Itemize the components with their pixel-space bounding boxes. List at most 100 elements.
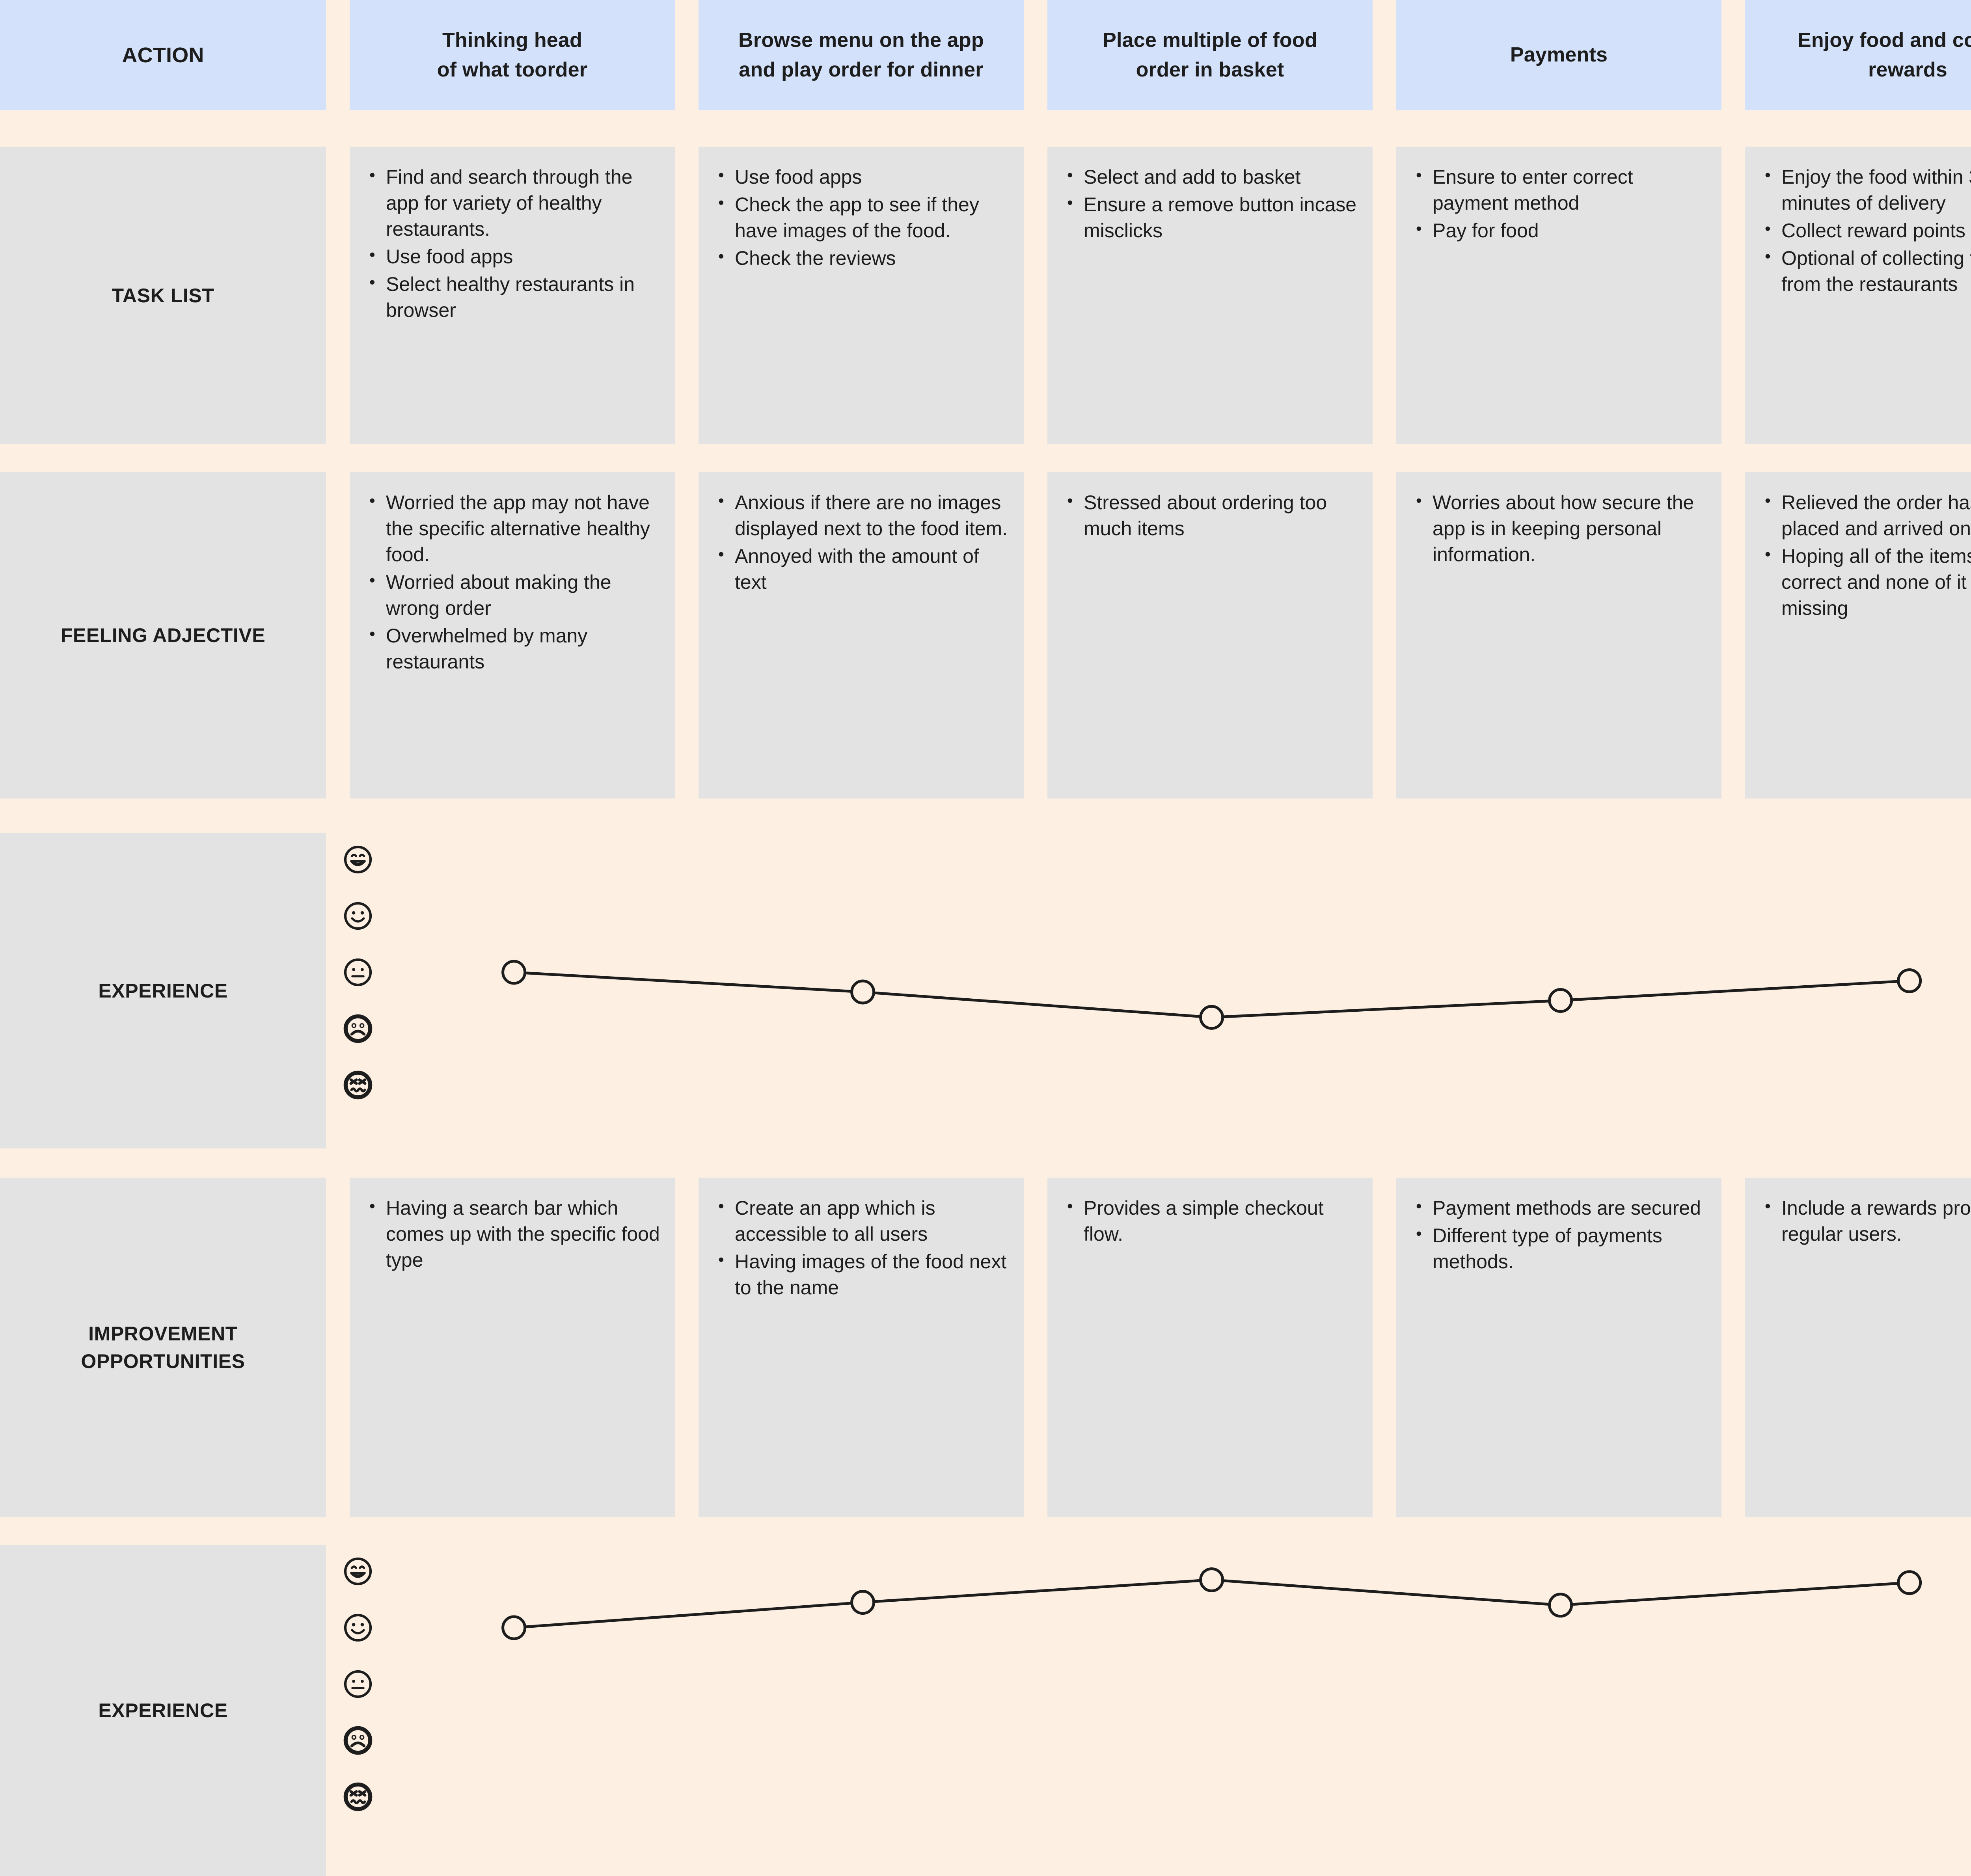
- bullet-list: Include a rewards program for regular us…: [1745, 1178, 1971, 1260]
- row-label-experience-bottom: EXPERIENCE: [98, 1699, 228, 1722]
- cell-feeling-adjective-stage-5: Relieved the order has been placed and a…: [1745, 472, 1971, 798]
- header-cell-action: ACTION: [0, 0, 326, 110]
- cell-task-list-stage-4: Ensure to enter correct payment methodPa…: [1396, 147, 1721, 444]
- cell-improvement-opportunities-stage-2: Create an app which is accessible to all…: [699, 1178, 1024, 1517]
- experience-data-point[interactable]: [501, 960, 527, 985]
- list-item: Check the reviews: [714, 244, 1010, 271]
- cell-task-list-stage-3: Select and add to basketEnsure a remove …: [1047, 147, 1373, 444]
- header-cell-stage-3: Place multiple of food order in basket: [1047, 0, 1373, 110]
- list-item: Select and add to basket: [1063, 163, 1359, 190]
- row-label-improvement-opportunities: IMPROVEMENT OPPORTUNITIES: [81, 1323, 245, 1372]
- header-cell-stage-5: Enjoy food and collect rewards: [1745, 0, 1971, 110]
- cell-feeling-adjective-stage-4: Worries about how secure the app is in k…: [1396, 472, 1721, 798]
- bullet-list: Relieved the order has been placed and a…: [1745, 472, 1971, 635]
- list-item: Pay for food: [1412, 217, 1708, 244]
- bullet-list: Worried the app may not have the specifi…: [350, 472, 675, 688]
- list-item: Worried the app may not have the specifi…: [365, 489, 661, 568]
- row-label-cell-improvement-opportunities: IMPROVEMENT OPPORTUNITIES: [0, 1178, 326, 1517]
- smiling-face-icon: [343, 1612, 373, 1643]
- list-item: Find and search through the app for vari…: [365, 163, 661, 242]
- row-label-task-list: TASK LIST: [112, 284, 214, 307]
- experience-data-point[interactable]: [501, 1615, 527, 1640]
- header-stage-label: Payments: [1510, 43, 1608, 67]
- bullet-list: Stressed about ordering too much items: [1047, 472, 1373, 555]
- bullet-list: Find and search through the app for vari…: [350, 147, 675, 337]
- smiling-face-icon: [343, 901, 373, 931]
- experience-data-point[interactable]: [850, 979, 876, 1005]
- header-stage-label: Thinking head of what toorder: [437, 28, 588, 81]
- list-item: Check the app to see if they have images…: [714, 191, 1010, 244]
- row-label-feeling-adjective: FEELING ADJECTIVE: [60, 624, 266, 646]
- header-cell-stage-4: Payments: [1396, 0, 1721, 110]
- header-action-label: ACTION: [122, 43, 204, 67]
- neutral-face-icon: [343, 1669, 373, 1699]
- frowning-face-icon: [343, 1725, 373, 1756]
- cell-feeling-adjective-stage-3: Stressed about ordering too much items: [1047, 472, 1373, 798]
- experience-data-point[interactable]: [1897, 968, 1922, 993]
- bullet-list: Enjoy the food within 30 minutes of deli…: [1745, 147, 1971, 311]
- header-stage-label: Enjoy food and collect rewards: [1797, 28, 1971, 81]
- experience-data-point[interactable]: [1548, 1593, 1573, 1618]
- list-item: Ensure to enter correct payment method: [1412, 163, 1708, 216]
- experience-data-point[interactable]: [1199, 1005, 1224, 1030]
- experience-scale: [326, 1545, 393, 1876]
- cell-improvement-opportunities-stage-3: Provides a simple checkout flow.: [1047, 1178, 1373, 1517]
- cell-feeling-adjective-stage-2: Anxious if there are no images displayed…: [699, 472, 1024, 798]
- bullet-list: Anxious if there are no images displayed…: [699, 472, 1024, 609]
- list-item: Overwhelmed by many restaurants: [365, 622, 661, 675]
- grinning-face-icon: [343, 844, 373, 875]
- list-item: Annoyed with the amount of text: [714, 542, 1010, 595]
- frowning-face-icon: [343, 1013, 373, 1044]
- experience-scale: [326, 833, 393, 1148]
- list-item: Relieved the order has been placed and a…: [1761, 489, 1971, 542]
- bullet-list: Provides a simple checkout flow.: [1047, 1178, 1373, 1260]
- row-label-cell-task-list: TASK LIST: [0, 147, 326, 444]
- bullet-list: Worries about how secure the app is in k…: [1396, 472, 1721, 581]
- bullet-list: Create an app which is accessible to all…: [699, 1178, 1024, 1314]
- list-item: Use food apps: [365, 243, 661, 270]
- experience-data-point[interactable]: [1199, 1567, 1224, 1592]
- header-cell-stage-2: Browse menu on the app and play order fo…: [699, 0, 1024, 110]
- list-item: Payment methods are secured: [1412, 1194, 1708, 1221]
- grinning-face-icon: [343, 1556, 373, 1587]
- bullet-list: Having a search bar which comes up with …: [350, 1178, 675, 1286]
- cell-improvement-opportunities-stage-5: Include a rewards program for regular us…: [1745, 1178, 1971, 1517]
- experience-data-point[interactable]: [1897, 1570, 1922, 1595]
- neutral-face-icon: [343, 957, 373, 988]
- list-item: Ensure a remove button incase misclicks: [1063, 191, 1359, 244]
- row-label-cell-experience-bottom: EXPERIENCE: [0, 1545, 326, 1876]
- list-item: Use food apps: [714, 163, 1010, 190]
- row-label-cell-feeling-adjective: FEELING ADJECTIVE: [0, 472, 326, 798]
- list-item: Worried about making the wrong order: [365, 568, 661, 621]
- experience-data-point[interactable]: [1548, 988, 1573, 1013]
- experience-chart-experience-bottom: [326, 1545, 1971, 1876]
- list-item: Include a rewards program for regular us…: [1761, 1194, 1971, 1247]
- bullet-list: Ensure to enter correct payment methodPa…: [1396, 147, 1721, 257]
- bullet-list: Select and add to basketEnsure a remove …: [1047, 147, 1373, 257]
- header-stage-label: Place multiple of food order in basket: [1103, 28, 1317, 81]
- distressed-face-icon: [343, 1070, 373, 1100]
- list-item: Stressed about ordering too much items: [1063, 489, 1359, 542]
- list-item: Worries about how secure the app is in k…: [1412, 489, 1708, 568]
- experience-line-chart: [326, 833, 1971, 1148]
- experience-data-point[interactable]: [850, 1590, 876, 1615]
- list-item: Select healthy restaurants in browser: [365, 270, 661, 323]
- list-item: Enjoy the food within 30 minutes of deli…: [1761, 163, 1971, 216]
- bullet-list: Payment methods are securedDifferent typ…: [1396, 1178, 1721, 1288]
- row-label-experience-top: EXPERIENCE: [98, 980, 228, 1002]
- row-label-cell-experience-top: EXPERIENCE: [0, 833, 326, 1148]
- cell-task-list-stage-1: Find and search through the app for vari…: [350, 147, 675, 444]
- experience-chart-experience-top: [326, 833, 1971, 1148]
- header-cell-stage-1: Thinking head of what toorder: [350, 0, 675, 110]
- list-item: Provides a simple checkout flow.: [1063, 1194, 1359, 1247]
- cell-feeling-adjective-stage-1: Worried the app may not have the specifi…: [350, 472, 675, 798]
- list-item: Optional of collecting the food from the…: [1761, 244, 1971, 297]
- cell-task-list-stage-5: Enjoy the food within 30 minutes of deli…: [1745, 147, 1971, 444]
- list-item: Create an app which is accessible to all…: [714, 1194, 1010, 1247]
- header-stage-label: Browse menu on the app and play order fo…: [738, 28, 984, 81]
- cell-task-list-stage-2: Use food appsCheck the app to see if the…: [699, 147, 1024, 444]
- experience-line-chart: [326, 1545, 1971, 1876]
- bullet-list: Use food appsCheck the app to see if the…: [699, 147, 1024, 285]
- list-item: Different type of payments methods.: [1412, 1222, 1708, 1275]
